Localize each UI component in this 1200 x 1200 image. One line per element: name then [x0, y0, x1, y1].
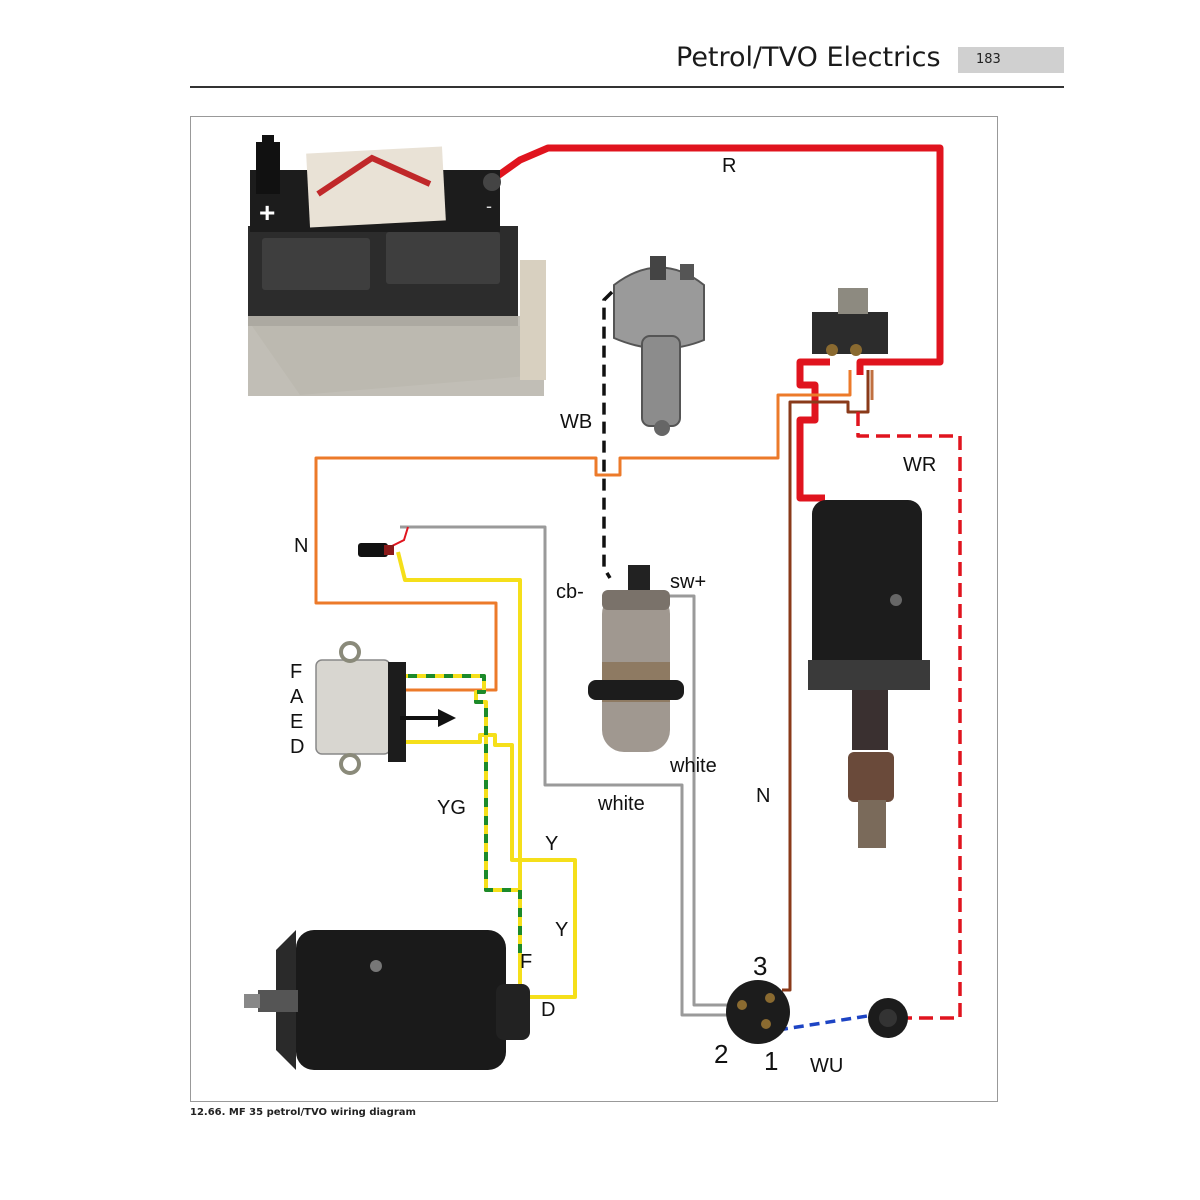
label-white-mid: white — [597, 793, 645, 815]
wire-r-switch-to-starter — [796, 358, 830, 502]
distributor — [613, 256, 705, 436]
starter-solenoid — [812, 288, 888, 356]
header-rule — [190, 86, 1064, 88]
wire-n-orange — [314, 370, 852, 692]
wire-yg-green-stripe — [390, 674, 522, 962]
regulator-terminal-d: D — [290, 736, 304, 758]
warning-lamp — [358, 543, 394, 557]
ignition-coil — [588, 565, 684, 752]
starter-motor — [808, 500, 930, 848]
label-y-lower: Y — [555, 919, 568, 941]
wire-wb — [602, 290, 614, 579]
wire-wr — [856, 412, 962, 1020]
battery-plus-label: + — [259, 197, 275, 228]
label-d-dynamo: D — [541, 999, 555, 1021]
regulator-terminal-f: F — [290, 661, 302, 683]
control-box — [315, 641, 406, 775]
figure-caption: 12.66. MF 35 petrol/TVO wiring diagram — [190, 1107, 416, 1118]
label-n-right: N — [756, 785, 770, 807]
label-wr: WR — [903, 454, 936, 476]
page-header-title: Petrol/TVO Electrics — [676, 42, 941, 73]
switch-terminal-3: 3 — [753, 951, 767, 981]
label-y-upper: Y — [545, 833, 558, 855]
label-r: R — [722, 155, 736, 177]
wire-r-battery-to-starter-switch — [489, 144, 944, 375]
wire-lamp-red — [387, 526, 409, 549]
label-f-dynamo: F — [520, 951, 532, 973]
panel-lamp — [868, 998, 908, 1038]
page-number: 183 — [976, 52, 1001, 67]
label-wb: WB — [560, 411, 592, 433]
ignition-switch — [726, 980, 790, 1044]
wire-y-regulator — [392, 733, 577, 999]
label-wu: WU — [810, 1055, 843, 1077]
dynamo — [244, 930, 530, 1070]
regulator-terminal-e: E — [290, 711, 303, 733]
battery-minus-label: - — [486, 196, 492, 216]
switch-terminal-1: 1 — [764, 1046, 778, 1076]
label-cb-minus: cb- — [556, 581, 584, 603]
page-number-tab: 183 — [958, 47, 1064, 73]
wire-wu — [777, 1012, 881, 1032]
switch-terminal-2: 2 — [714, 1039, 728, 1069]
wire-white-grey-long — [400, 525, 730, 1017]
wire-n-brown — [782, 370, 870, 992]
wire-white-coil — [670, 594, 730, 1007]
wire-y-lamp — [396, 551, 522, 992]
label-n-left: N — [294, 535, 308, 557]
label-white-coil: white — [669, 755, 717, 777]
regulator-terminal-a: A — [290, 686, 304, 708]
label-sw-plus: sw+ — [670, 571, 706, 593]
label-yg: YG — [437, 797, 466, 819]
battery — [248, 135, 546, 396]
earth-arrow — [400, 709, 456, 727]
